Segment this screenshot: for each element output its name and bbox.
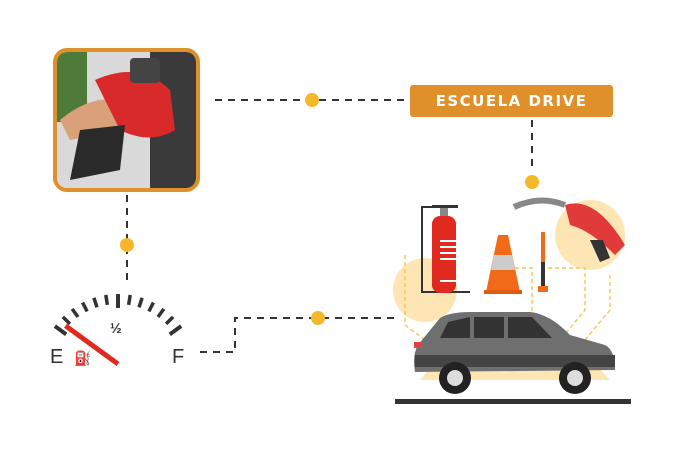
gauge-tick	[92, 297, 99, 308]
traffic-cone-icon	[484, 235, 522, 294]
gauge-tick	[164, 315, 175, 326]
brand-badge: ESCUELA DRIVE	[410, 85, 613, 117]
warning-post-icon	[538, 232, 548, 292]
gauge-half-label: ½	[110, 320, 122, 336]
fuel-gauge	[53, 294, 183, 367]
gauge-tick	[104, 294, 110, 306]
connector-dots	[120, 93, 539, 325]
gauge-tick	[147, 301, 155, 313]
gauge-tick	[126, 294, 132, 306]
fuel-nozzle-icon	[512, 197, 625, 262]
gauge-needle	[64, 323, 120, 367]
fuel-nozzle-photo	[53, 48, 200, 192]
gauge-tick	[156, 307, 166, 319]
fire-extinguisher-icon	[421, 205, 470, 293]
car-scene	[393, 197, 631, 404]
gauge-tick	[168, 324, 183, 336]
gauge-full-label: F	[172, 346, 185, 368]
gauge-tick	[53, 324, 68, 336]
gauge-tick	[70, 307, 80, 319]
gauge-tick	[61, 315, 72, 326]
gauge-tick	[81, 301, 89, 313]
gauge-tick	[137, 297, 144, 308]
gauge-empty-label: E	[50, 346, 64, 368]
fuel-pump-icon: ⛽	[74, 350, 92, 366]
car-icon	[414, 312, 615, 394]
ground-line	[395, 399, 631, 404]
